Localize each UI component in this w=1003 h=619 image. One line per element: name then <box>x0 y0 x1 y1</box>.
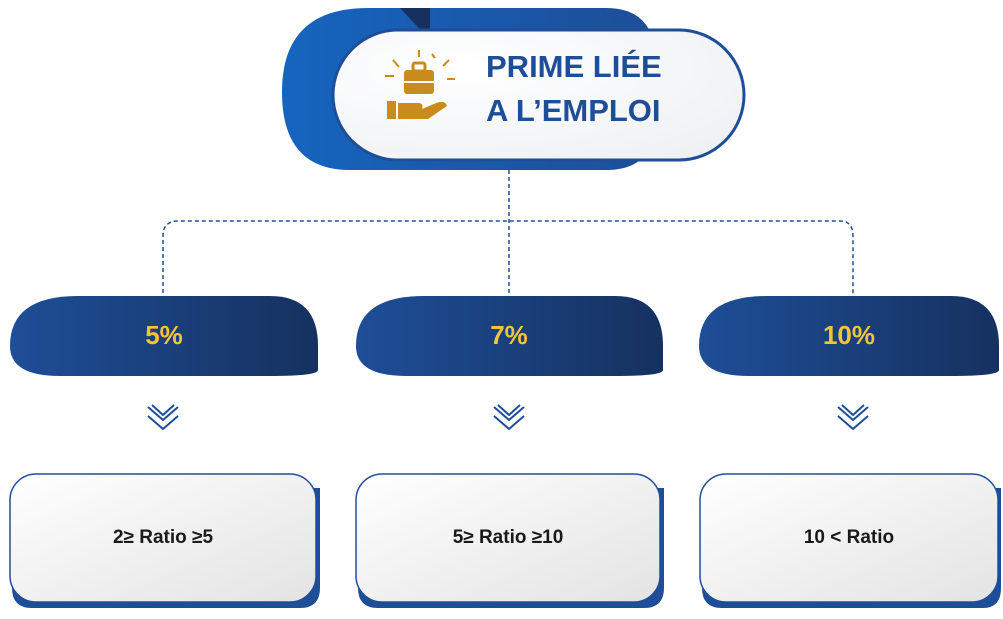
connector-lines <box>162 170 854 300</box>
tier-rate-3: 10% <box>822 320 876 350</box>
tier-condition-1: 2≥ Ratio ≥5 <box>112 527 214 548</box>
header-title-line2: A L’EMPLOI <box>486 93 661 128</box>
header-title-line1: PRIME LIÉE <box>486 49 662 84</box>
condition-box-2 <box>355 473 664 608</box>
tier-rate-2: 7% <box>490 320 528 350</box>
tier-pill-2 <box>356 296 663 376</box>
double-chevron-down-icon <box>837 404 869 430</box>
tier-pill-3 <box>699 296 999 376</box>
tier-condition-2: 5≥ Ratio ≥10 <box>452 527 564 548</box>
header-pill <box>331 28 746 162</box>
double-chevron-down-icon <box>147 404 179 430</box>
briefcase-hand-icon <box>385 50 455 119</box>
double-chevron-down-icon <box>493 404 525 430</box>
tier-rate-1: 5% <box>145 320 183 350</box>
tier-pill-1 <box>10 296 318 376</box>
condition-box-3 <box>699 473 1001 608</box>
condition-box-1 <box>9 473 320 608</box>
tier-condition-3: 10 < Ratio <box>803 527 895 548</box>
